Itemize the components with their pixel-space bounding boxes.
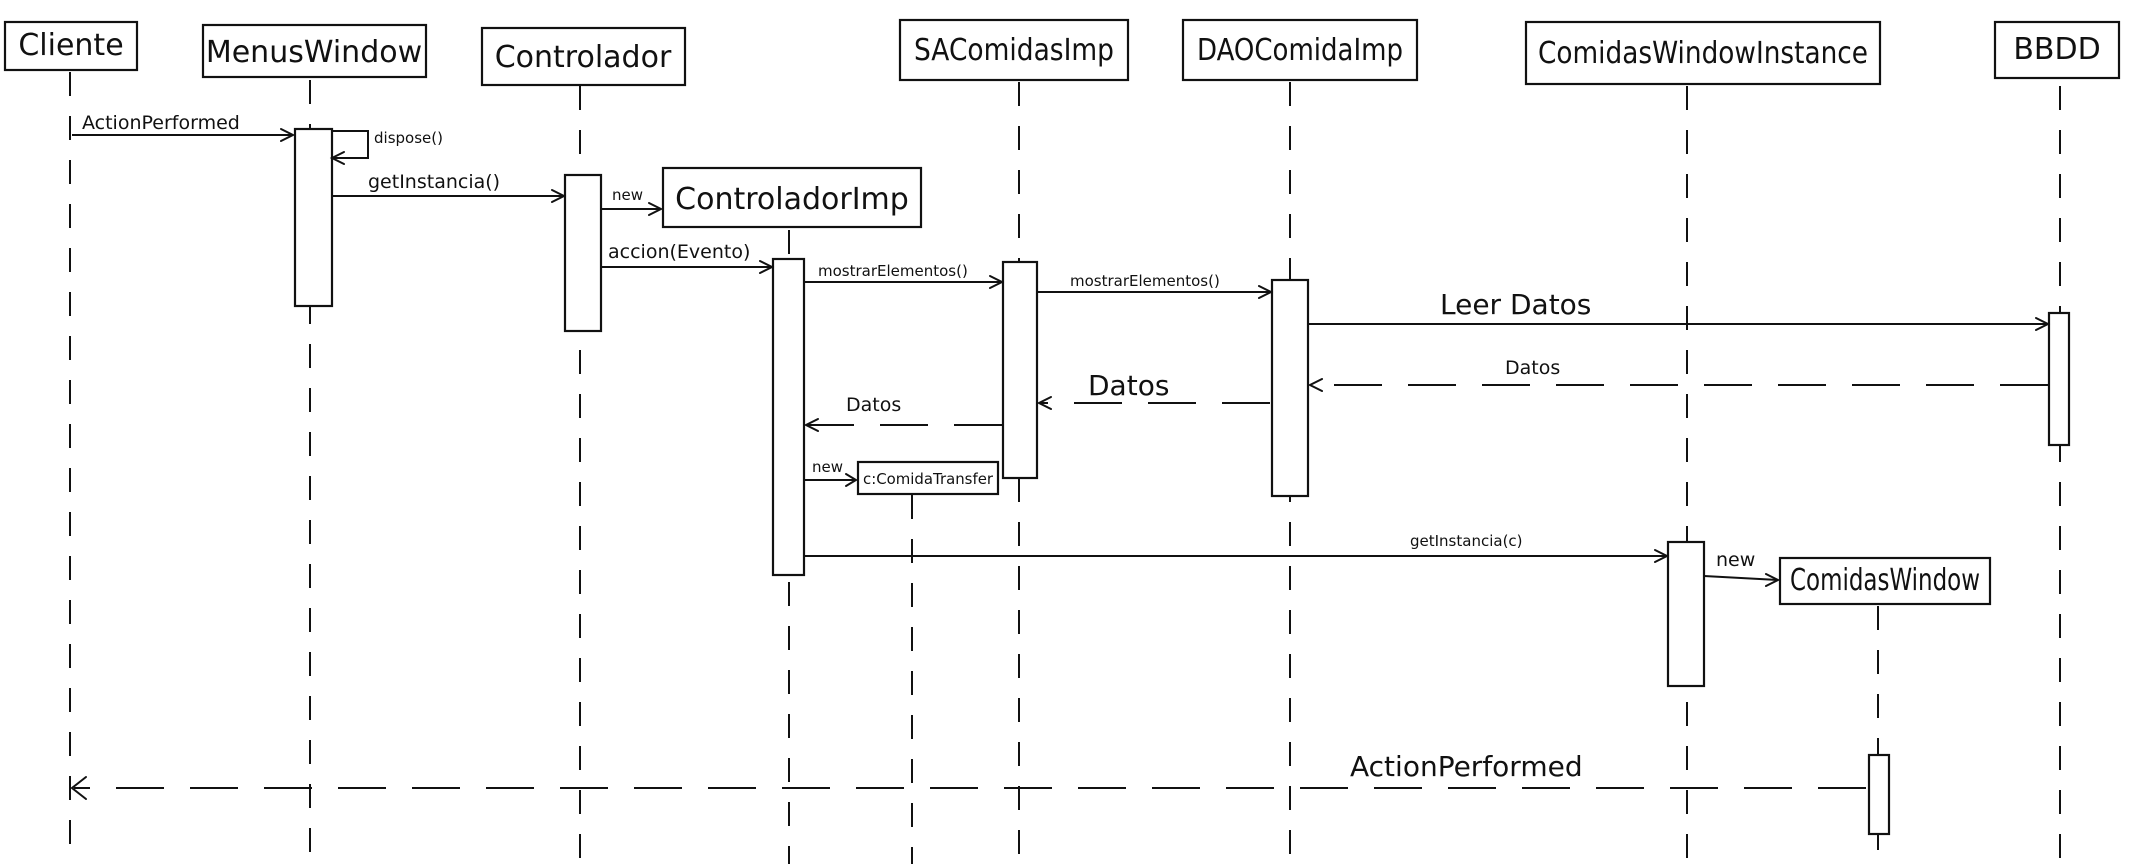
message-label: ActionPerformed <box>82 112 240 134</box>
participant-label: ControladorImp <box>675 182 909 217</box>
participant-menus: MenusWindow <box>201 23 428 79</box>
message-label: getInstancia() <box>368 171 500 193</box>
participant-bbdd: BBDD <box>1993 20 2121 80</box>
message-label: accion(Evento) <box>608 241 750 263</box>
message-datos-return-3: Datos <box>803 394 1002 432</box>
activation-bbdd <box>2047 311 2071 447</box>
participant-label: DAOComidaImp <box>1197 33 1403 68</box>
participant-label: BBDD <box>2013 32 2100 67</box>
message-datos-return-2: Datos <box>1036 369 1270 410</box>
message-dispose: dispose() <box>329 129 443 165</box>
activation-comidaswindow <box>1867 753 1891 836</box>
message-label: Datos <box>846 394 901 416</box>
participant-label: Cliente <box>18 28 123 63</box>
participant-cliente: Cliente <box>3 20 139 72</box>
activation-comidaswindowinstance <box>1666 540 1706 688</box>
message-new-controladorimp: new <box>601 186 664 216</box>
message-new-comidaswindow: new <box>1703 549 1781 587</box>
activation-menus <box>293 127 334 308</box>
message-mostrar-elementos-1: mostrarElementos() <box>804 262 1005 289</box>
message-label: ActionPerformed <box>1350 750 1583 783</box>
message-label: Datos <box>1505 357 1560 379</box>
message-label: dispose() <box>374 129 443 147</box>
activation-daocomida <box>1270 278 1310 498</box>
message-get-instancia-c: getInstancia(c) <box>804 532 1670 563</box>
participant-controladorimp: ControladorImp <box>661 166 923 229</box>
message-datos-return-1: Datos <box>1307 357 2048 392</box>
participant-label: c:ComidaTransfer <box>863 470 994 488</box>
message-get-instancia: getInstancia() <box>332 171 567 203</box>
message-label: mostrarElementos() <box>1070 272 1220 290</box>
message-label: mostrarElementos() <box>818 262 968 280</box>
participant-label: Controlador <box>495 40 672 75</box>
message-accion-evento: accion(Evento) <box>601 241 775 274</box>
message-label: new <box>612 186 643 204</box>
message-leer-datos: Leer Datos <box>1308 288 2051 331</box>
message-action-performed: ActionPerformed <box>72 112 296 142</box>
activation-controladorimp <box>771 257 806 577</box>
message-label: Leer Datos <box>1440 288 1591 321</box>
participant-label: SAComidasImp <box>914 33 1114 68</box>
message-mostrar-elementos-2: mostrarElementos() <box>1037 272 1274 299</box>
message-action-performed-return: ActionPerformed <box>70 750 1866 800</box>
participant-sacomidas: SAComidasImp <box>898 18 1130 82</box>
participant-label: MenusWindow <box>206 35 422 70</box>
activation-controlador <box>563 173 603 333</box>
participant-daocomida: DAOComidaImp <box>1181 18 1419 82</box>
participant-comidatransfer: c:ComidaTransfer <box>856 460 1000 496</box>
message-label: new <box>812 458 843 476</box>
participant-controlador: Controlador <box>480 26 687 87</box>
activation-sacomidas <box>1001 260 1039 480</box>
participant-comidaswindowinstance: ComidasWindowInstance <box>1524 20 1882 86</box>
message-new-comidatransfer: new <box>804 458 858 487</box>
participant-label: ComidasWindow <box>1790 563 1980 598</box>
message-label: getInstancia(c) <box>1410 532 1523 550</box>
participant-label: ComidasWindowInstance <box>1538 36 1868 71</box>
message-label: Datos <box>1088 369 1169 402</box>
participant-comidaswindow: ComidasWindow <box>1778 556 1992 606</box>
message-label: new <box>1716 549 1755 571</box>
